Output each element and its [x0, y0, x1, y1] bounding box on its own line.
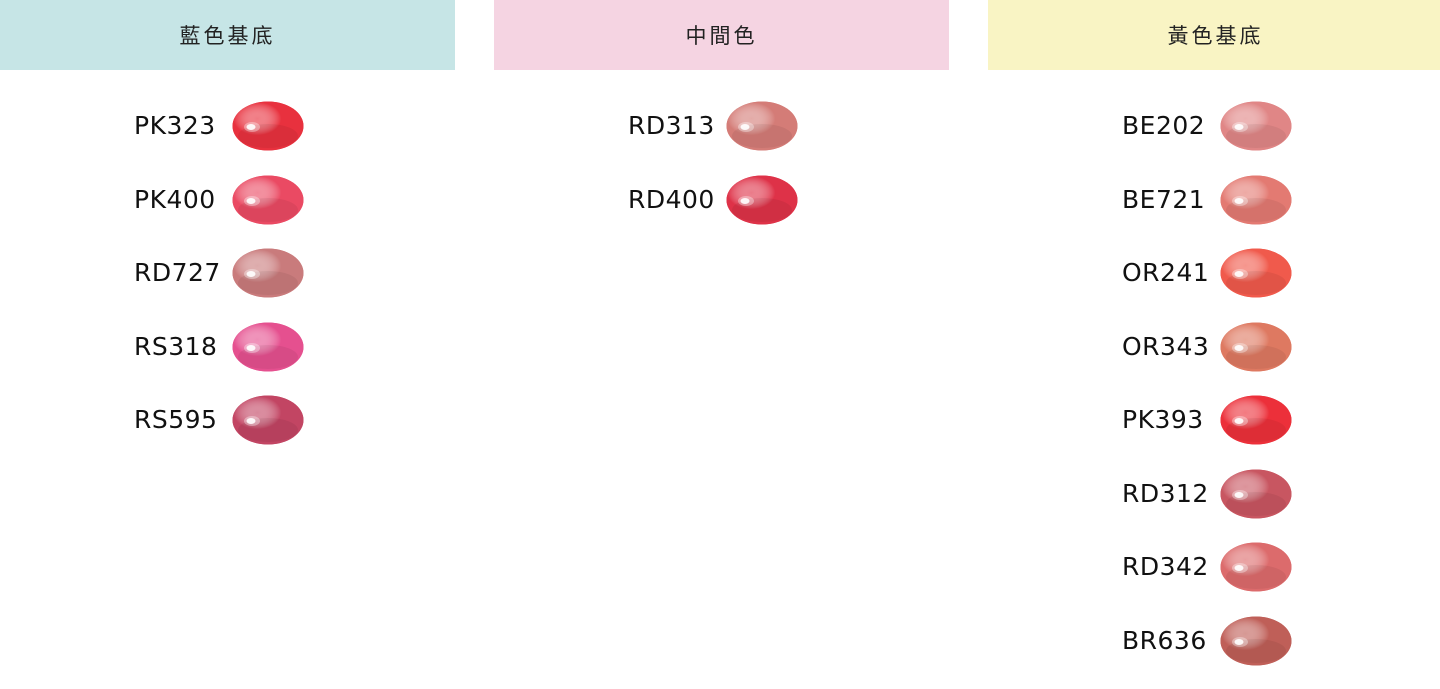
color-swatch [1220, 175, 1292, 225]
swatch-row: RD312 [988, 469, 1440, 543]
shade-code-label: OR241 [1122, 258, 1209, 288]
color-swatch [1220, 322, 1292, 372]
column-header: 藍色基底 [0, 0, 455, 70]
shade-code-label: RS318 [134, 332, 217, 362]
color-swatch [232, 101, 304, 151]
shade-code-label: RD312 [1122, 479, 1209, 509]
color-swatch [1220, 542, 1292, 592]
shade-code-label: RD313 [628, 111, 715, 141]
shade-code-label: RS595 [134, 405, 217, 435]
swatch-row: RD400 [494, 175, 949, 249]
swatch-row: RD727 [0, 248, 455, 322]
color-swatch [1220, 395, 1292, 445]
color-swatch [726, 175, 798, 225]
shade-code-label: RD400 [628, 185, 715, 215]
color-swatch [232, 322, 304, 372]
color-swatch [232, 248, 304, 298]
swatch-row: BE721 [988, 175, 1440, 249]
shade-code-label: PK323 [134, 111, 216, 141]
swatch-row: RD342 [988, 542, 1440, 616]
color-swatch [1220, 248, 1292, 298]
shade-code-label: RD342 [1122, 552, 1209, 582]
color-swatch [1220, 616, 1292, 666]
shade-code-label: BR636 [1122, 626, 1207, 656]
shade-code-label: PK393 [1122, 405, 1204, 435]
shade-code-label: RD727 [134, 258, 221, 288]
swatch-row: RS595 [0, 395, 455, 469]
swatch-row: BE202 [988, 101, 1440, 175]
swatch-row: PK400 [0, 175, 455, 249]
swatch-row: OR343 [988, 322, 1440, 396]
shade-code-label: BE202 [1122, 111, 1205, 141]
color-swatch [1220, 469, 1292, 519]
column-header: 中間色 [494, 0, 949, 70]
column-header: 黃色基底 [988, 0, 1440, 70]
swatch-row: RD313 [494, 101, 949, 175]
shade-code-label: BE721 [1122, 185, 1205, 215]
color-swatch [232, 395, 304, 445]
shade-code-label: PK400 [134, 185, 216, 215]
swatch-row: PK393 [988, 395, 1440, 469]
swatch-row: RS318 [0, 322, 455, 396]
color-swatch [1220, 101, 1292, 151]
color-swatch [232, 175, 304, 225]
swatch-row: BR636 [988, 616, 1440, 689]
swatch-row: PK323 [0, 101, 455, 175]
swatch-row: OR241 [988, 248, 1440, 322]
shade-code-label: OR343 [1122, 332, 1209, 362]
color-swatch [726, 101, 798, 151]
